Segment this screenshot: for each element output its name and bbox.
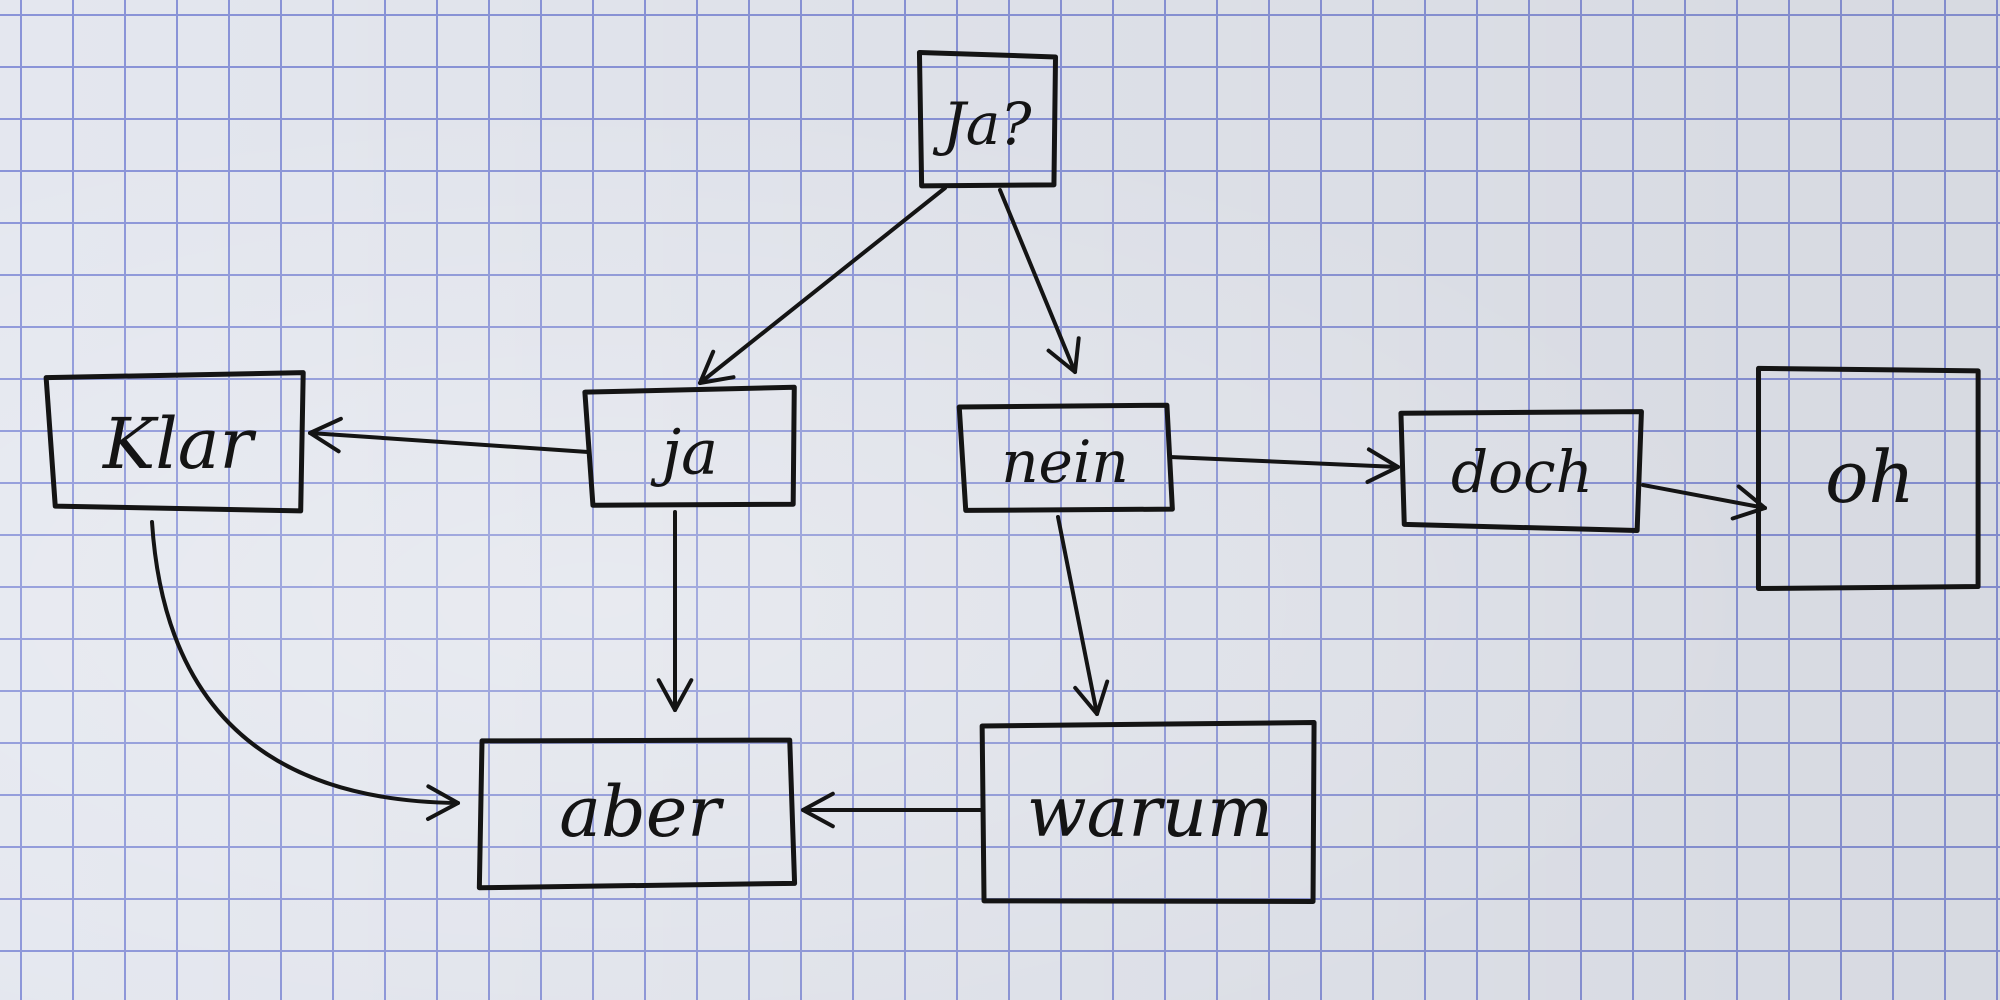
edge-ja_q-to-ja [698,186,947,385]
node-nein: nein [956,402,1175,513]
node-warum: warum [979,720,1317,905]
arrowhead-icon [801,791,835,829]
edge-warum-to-aber [801,791,985,829]
node-ja: ja [582,384,797,508]
arrowhead-icon [1730,484,1767,521]
edge-line [1168,455,1400,469]
node-box [1755,365,1981,592]
arrowhead-icon [1046,336,1081,374]
node-box [582,384,797,508]
node-label: warum [1027,771,1274,853]
node-doch: doch [1398,409,1644,534]
node-oh: oh [1755,365,1981,592]
edge-doch-to-oh [1641,483,1767,521]
node-box [476,737,798,891]
edge-ja-to-aber [656,510,694,712]
edge-ja-to-klar [308,416,590,454]
arrowhead-icon [698,349,736,385]
node-klar: Klar [43,370,306,514]
edge-nein-to-warum [1056,515,1110,716]
node-label: oh [1825,435,1915,519]
arrowhead-icon [1365,447,1400,484]
node-box [956,402,1175,513]
node-box [916,49,1059,189]
arrowhead-icon [656,678,694,712]
node-label: ja [650,416,718,489]
node-aber: aber [476,737,798,891]
edge-line [1056,515,1099,716]
node-ja-q: Ja? [916,49,1059,189]
edge-klar-to-aber [150,520,460,821]
node-label: doch [1451,438,1593,506]
arrowhead-icon [425,784,460,821]
node-label: Ja? [933,90,1033,158]
edge-ja_q-to-nein [998,188,1081,374]
edge-line [998,188,1077,374]
edge-line [150,520,460,805]
edge-line [308,431,590,454]
node-box [43,370,306,514]
arrowhead-icon [308,416,343,454]
node-label: Klar [101,403,256,485]
node-label: nein [1001,428,1129,496]
edge-line [1641,483,1767,510]
arrowhead-icon [1073,679,1110,716]
edge-nein-to-doch [1168,447,1400,484]
node-label: aber [559,771,724,853]
node-box [1398,409,1644,534]
node-box [979,720,1317,905]
edge-line [698,186,947,385]
